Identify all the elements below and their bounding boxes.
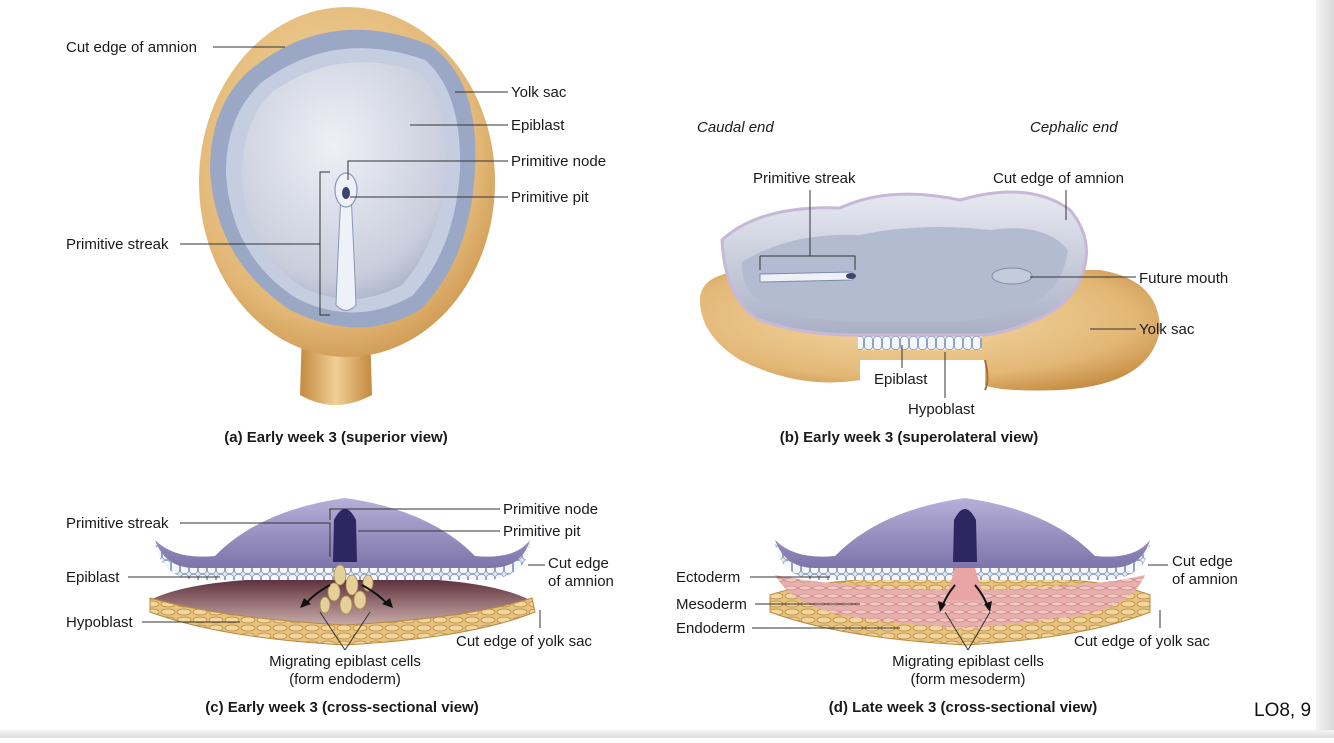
- label-mesoderm: Mesoderm: [676, 596, 747, 613]
- label-endoderm: Endoderm: [676, 620, 745, 637]
- label-primitive-streak-b: Primitive streak: [753, 170, 856, 187]
- label-primitive-streak-c: Primitive streak: [66, 515, 169, 532]
- label-cut-edge-amnion-c-2: of amnion: [548, 573, 614, 590]
- label-epiblast-c: Epiblast: [66, 569, 120, 586]
- label-primitive-pit-a: Primitive pit: [511, 189, 589, 206]
- panel-a-illustration: [199, 7, 495, 405]
- panel-b-labels: Caudal end Cephalic end Primitive streak…: [697, 119, 1228, 446]
- label-epiblast-b: Epiblast: [874, 371, 928, 388]
- label-cut-edge-amnion-d-2: of amnion: [1172, 571, 1238, 588]
- label-future-mouth: Future mouth: [1139, 270, 1228, 287]
- label-primitive-node-c: Primitive node: [503, 501, 598, 518]
- label-cut-edge-amnion-a: Cut edge of amnion: [66, 39, 197, 56]
- label-yolk-sac-a: Yolk sac: [511, 84, 567, 101]
- label-caudal-end: Caudal end: [697, 119, 774, 136]
- label-migrating-c-1: Migrating epiblast cells: [269, 653, 421, 670]
- label-cut-edge-amnion-d-1: Cut edge: [1172, 553, 1233, 570]
- label-hypoblast-b: Hypoblast: [908, 401, 976, 418]
- panel-c-labels: Primitive streak Primitive node Primitiv…: [66, 501, 614, 716]
- label-ectoderm: Ectoderm: [676, 569, 740, 586]
- label-primitive-node-a: Primitive node: [511, 153, 606, 170]
- label-cut-edge-amnion-b: Cut edge of amnion: [993, 170, 1124, 187]
- panel-b-leaders: [759, 190, 1136, 398]
- label-epiblast-a: Epiblast: [511, 117, 565, 134]
- caption-b: (b) Early week 3 (superolateral view): [780, 429, 1038, 446]
- label-migrating-c-2: (form endoderm): [289, 671, 401, 688]
- caption-c: (c) Early week 3 (cross-sectional view): [205, 699, 478, 716]
- label-yolk-sac-b: Yolk sac: [1139, 321, 1195, 338]
- window-right-edge: [1316, 0, 1334, 738]
- label-cut-edge-yolk-sac-d: Cut edge of yolk sac: [1074, 633, 1210, 650]
- caption-a: (a) Early week 3 (superior view): [224, 429, 447, 446]
- label-primitive-pit-c: Primitive pit: [503, 523, 581, 540]
- label-cut-edge-amnion-c-1: Cut edge: [548, 555, 609, 572]
- panel-a-labels: Cut edge of amnion Yolk sac Epiblast Pri…: [66, 39, 606, 446]
- panel-d-leaders: [750, 564, 1168, 651]
- slide-label: LO8, 9: [1254, 700, 1312, 721]
- panel-c-illustration: [149, 498, 536, 646]
- window-bottom-edge: [0, 730, 1334, 738]
- label-hypoblast-c: Hypoblast: [66, 614, 134, 631]
- panel-c-leaders: [128, 508, 545, 651]
- panel-a-leaders: [180, 46, 508, 316]
- panel-b-illustration: [700, 190, 1160, 391]
- panel-d-labels: Ectoderm Mesoderm Endoderm Cut edge of a…: [676, 553, 1238, 716]
- label-migrating-d-2: (form mesoderm): [910, 671, 1025, 688]
- panel-d-illustration: [769, 498, 1151, 646]
- label-migrating-d-1: Migrating epiblast cells: [892, 653, 1044, 670]
- label-cut-edge-yolk-sac-c: Cut edge of yolk sac: [456, 633, 592, 650]
- label-cephalic-end: Cephalic end: [1030, 119, 1118, 136]
- caption-d: (d) Late week 3 (cross-sectional view): [829, 699, 1097, 716]
- label-primitive-streak-a: Primitive streak: [66, 236, 169, 253]
